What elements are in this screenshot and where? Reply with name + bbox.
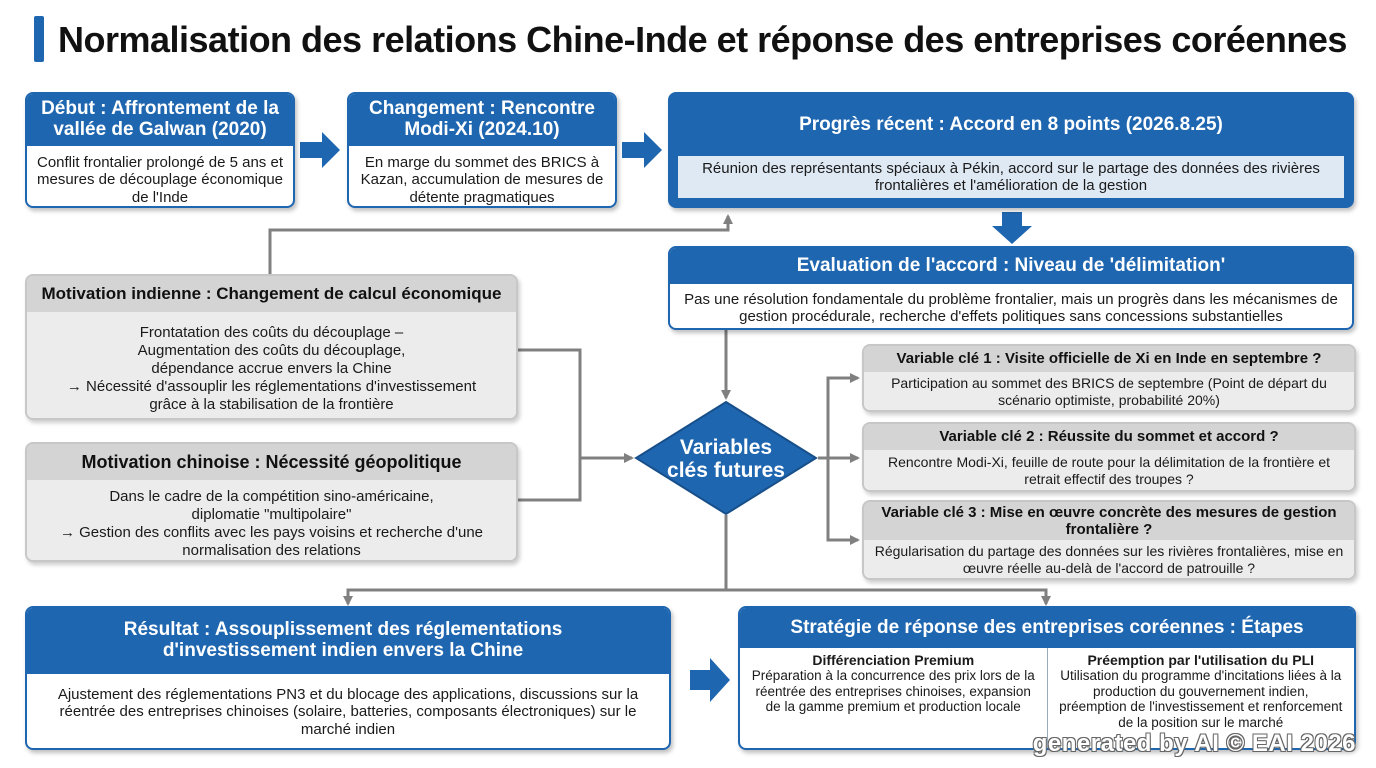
key-variable-3-box: Variable clé 3 : Mise en œuvre concrète … <box>862 500 1356 580</box>
key-variable-1-box: Variable clé 1 : Visite officielle de Xi… <box>862 344 1356 412</box>
key-variable-3-header: Variable clé 3 : Mise en œuvre concrète … <box>864 502 1354 540</box>
strategy-header: Stratégie de réponse des entreprises cor… <box>740 608 1354 648</box>
china-motivation-body: Dans le cadre de la compétition sino-amé… <box>27 480 516 560</box>
watermark: generated by AI © EAI 2026 <box>1032 730 1356 757</box>
india-motivation-line: Augmentation des coûts du découplage, <box>137 342 406 359</box>
india-motivation-box: Motivation indienne : Changement de calc… <box>25 274 518 420</box>
progress-box: Progrès récent : Accord en 8 points (202… <box>668 92 1354 208</box>
down-to-strategy-connector <box>726 588 1051 606</box>
strategy-columns: Différenciation Premium Préparation à la… <box>740 648 1354 748</box>
india-to-diamond-connector <box>518 348 582 458</box>
key-variable-1-body: Participation au sommet des BRICS de sep… <box>864 372 1354 410</box>
strategy-col1-title: Différenciation Premium <box>812 652 975 668</box>
key-variables-diamond <box>634 400 818 516</box>
india-motivation-line: → Nécessité d'assouplir les réglementati… <box>66 378 477 395</box>
result-header: Résultat : Assouplissement des réglement… <box>27 608 669 674</box>
result-to-strategy-arrow <box>690 658 730 702</box>
china-motivation-line: → Gestion des conflits avec les pays voi… <box>59 524 484 541</box>
page-title: Normalisation des relations Chine-Inde e… <box>58 19 1347 60</box>
change-header: Changement : Rencontre Modi-Xi (2024.10) <box>349 94 615 146</box>
china-motivation-line: Dans le cadre de la compétition sino-amé… <box>109 488 434 505</box>
diamond-to-var3-connector <box>826 458 860 545</box>
china-motivation-header: Motivation chinoise : Nécessité géopolit… <box>27 444 516 480</box>
india-to-progress-connector <box>268 214 733 274</box>
strategy-column-premium: Différenciation Premium Préparation à la… <box>740 648 1048 748</box>
evaluation-header: Evaluation de l'accord : Niveau de 'déli… <box>670 248 1352 284</box>
key-variable-3-body: Régularisation du partage des données su… <box>864 540 1354 578</box>
india-motivation-line: Frontatation des coûts du découplage – <box>139 324 404 341</box>
diamond-to-var1-connector <box>818 373 860 460</box>
china-to-diamond-connector <box>518 458 582 502</box>
result-body: Ajustement des réglementations PN3 et du… <box>57 686 639 738</box>
strategy-col2-body: Utilisation du programme d'incitations l… <box>1059 668 1343 730</box>
change-to-progress-arrow <box>622 132 662 168</box>
change-body: En marge du sommet des BRICS à Kazan, ac… <box>360 154 604 206</box>
china-motivation-box: Motivation chinoise : Nécessité géopolit… <box>25 442 518 562</box>
change-box: Changement : Rencontre Modi-Xi (2024.10)… <box>347 92 617 208</box>
india-motivation-line: dépendance accrue envers la Chine <box>151 360 392 377</box>
key-variable-1-header: Variable clé 1 : Visite officielle de Xi… <box>864 346 1354 372</box>
china-motivation-line: normalisation des relations <box>182 542 361 559</box>
title-accent-bar <box>34 16 44 62</box>
china-motivation-line: diplomatie "multipolaire" <box>191 506 352 523</box>
start-to-change-arrow <box>300 132 340 168</box>
result-box: Résultat : Assouplissement des réglement… <box>25 606 671 750</box>
start-body: Conflit frontalier prolongé de 5 ans et … <box>37 154 283 206</box>
key-variable-2-body: Rencontre Modi-Xi, feuille de route pour… <box>864 450 1354 490</box>
progress-body: Réunion des représentants spéciaux à Pék… <box>678 156 1344 198</box>
down-to-result-connector <box>343 588 726 606</box>
india-motivation-header: Motivation indienne : Changement de calc… <box>27 276 516 312</box>
evaluation-box: Evaluation de l'accord : Niveau de 'déli… <box>668 246 1354 330</box>
diamond-line-2: clés futures <box>667 459 785 482</box>
key-variable-2-header: Variable clé 2 : Réussite du sommet et a… <box>864 424 1354 450</box>
start-box: Début : Affrontement de la vallée de Gal… <box>25 92 295 208</box>
strategy-col1-body: Préparation à la concurrence des prix lo… <box>751 668 1035 715</box>
strategy-col2-title: Préemption par l'utilisation du PLI <box>1087 652 1315 668</box>
strategy-column-pli: Préemption par l'utilisation du PLI Util… <box>1048 648 1355 748</box>
india-motivation-body: Frontatation des coûts du découplage – A… <box>27 312 516 418</box>
start-header: Début : Affrontement de la vallée de Gal… <box>27 94 293 146</box>
diamond-label: Variables clés futures <box>634 432 818 486</box>
evaluation-body: Pas une résolution fondamentale du probl… <box>684 290 1338 325</box>
strategy-box: Stratégie de réponse des entreprises cor… <box>738 606 1356 750</box>
progress-header: Progrès récent : Accord en 8 points (202… <box>670 94 1352 156</box>
progress-to-evaluation-arrow <box>992 212 1032 244</box>
key-variable-2-box: Variable clé 2 : Réussite du sommet et a… <box>862 422 1356 492</box>
diamond-line-1: Variables <box>679 435 773 459</box>
india-motivation-line: grâce à la stabilisation de la frontière <box>149 396 394 413</box>
